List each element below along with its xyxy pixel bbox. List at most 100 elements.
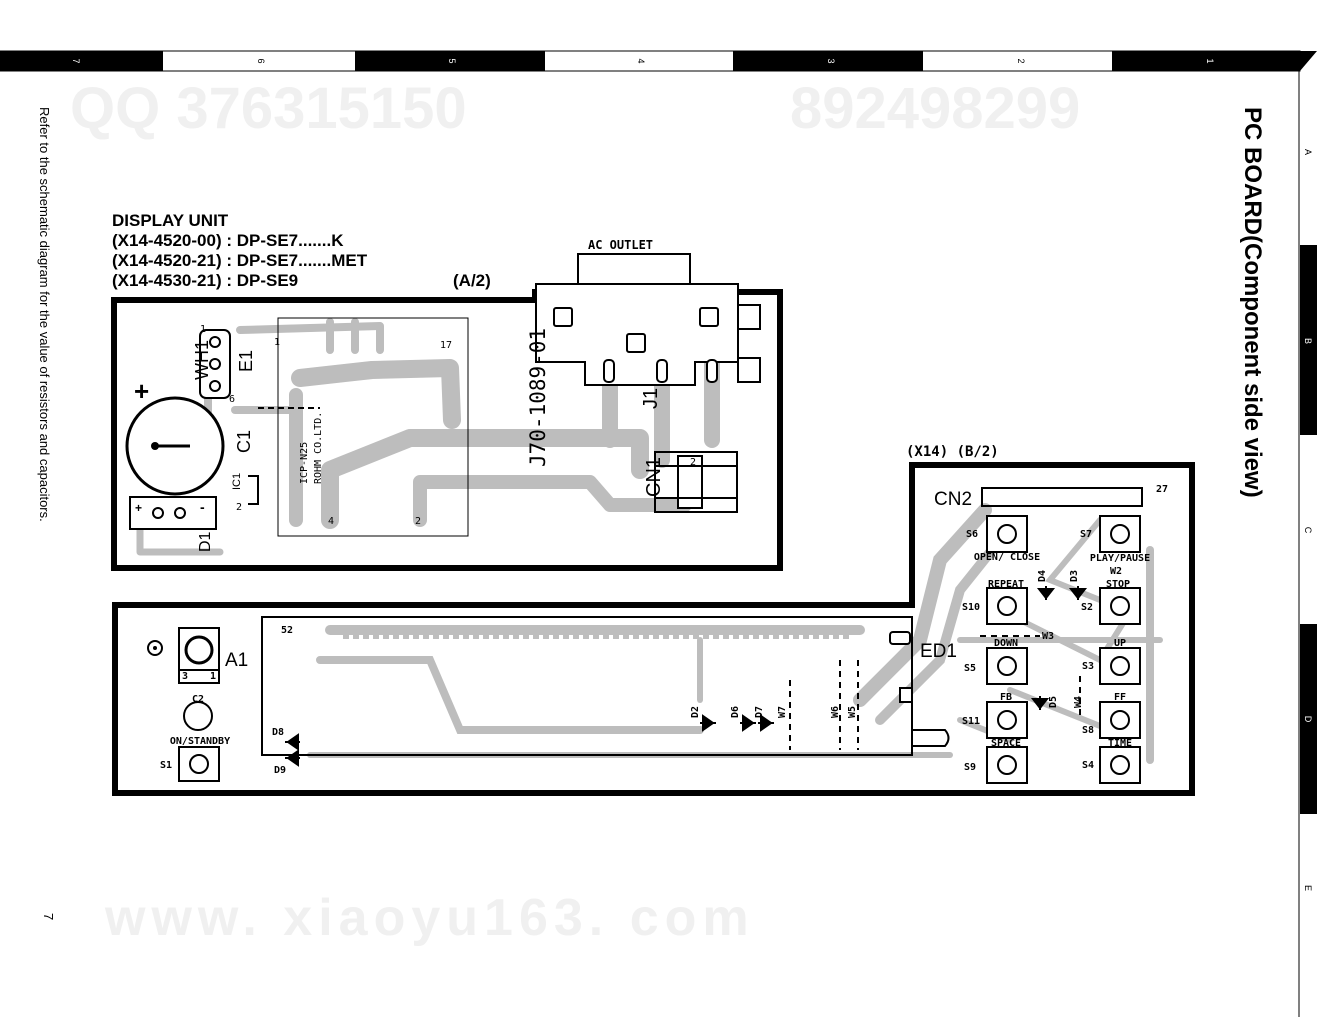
pin-ic1-2: 2	[236, 502, 242, 513]
label-d1: D1	[197, 531, 214, 552]
label-ed1: ED1	[920, 641, 957, 662]
d1-plus: +	[135, 501, 142, 515]
label-j1: J1	[640, 388, 662, 409]
pin-wh1-6: 6	[229, 394, 235, 405]
label-icp: ICP-N25	[299, 442, 310, 484]
label-rohm: ROHM CO.LTD.	[313, 412, 324, 484]
button-label-stop: STOP	[1106, 579, 1130, 590]
label-e1: E1	[236, 350, 256, 372]
label-s1: S1	[160, 760, 172, 771]
part-number: J70-1089-01	[526, 328, 550, 467]
label-c1: C1	[234, 430, 254, 453]
label-s11: S11	[962, 716, 980, 727]
col-1: 1	[1205, 58, 1215, 63]
row-c: C	[1303, 527, 1313, 534]
label-d4: D4	[1037, 570, 1048, 582]
pin-1: 1	[274, 337, 280, 348]
col-6: 6	[256, 58, 266, 63]
button-label-time: TIME	[1108, 738, 1132, 749]
button-label-space: SPACE	[991, 738, 1021, 749]
column-strip: 7 6 5 4 3 2 1	[0, 50, 1317, 72]
label-s5: S5	[964, 663, 976, 674]
button-label-on-standby: ON/STANDBY	[170, 736, 230, 747]
label-a1: A1	[225, 650, 248, 671]
d1-minus: -	[200, 499, 205, 515]
display-unit-header: DISPLAY UNIT (X14-4520-00) : DP-SE7.....…	[112, 211, 491, 290]
label-s3: S3	[1082, 661, 1094, 672]
board-b: (X14) (B/2)	[112, 444, 1195, 796]
label-cn1: CN1	[643, 457, 665, 497]
label-d5: D5	[1048, 696, 1059, 708]
label-s6: S6	[966, 529, 978, 540]
label-w4: W4	[1073, 696, 1084, 708]
model-line-2: (X14-4520-21) : DP-SE7.......MET	[112, 251, 368, 270]
label-d3: D3	[1069, 570, 1080, 582]
row-strip: A B C D E	[1298, 71, 1317, 1017]
label-a1-pin3: 3	[182, 671, 188, 682]
col-3: 3	[826, 58, 836, 63]
label-52: 52	[281, 625, 293, 636]
ac-outlet-label: AC OUTLET	[588, 238, 653, 252]
label-w6: W6	[830, 706, 841, 718]
button-label-play-pause: PLAY/PAUSE	[1090, 553, 1150, 564]
switch-pads	[178, 515, 1141, 784]
row-e: E	[1303, 885, 1313, 891]
pin-2: 2	[415, 516, 421, 527]
side-note: Refer to the schematic diagram for the v…	[37, 107, 52, 522]
page-title: PC BOARD(Component side view)	[1239, 107, 1266, 498]
pin-17: 17	[440, 340, 452, 351]
col-5: 5	[447, 58, 457, 63]
label-w7: W7	[777, 706, 788, 718]
col-4: 4	[636, 58, 646, 63]
col-7: 7	[71, 58, 81, 63]
label-s7: S7	[1080, 529, 1092, 540]
label-w3: W3	[1042, 631, 1054, 642]
cn1-connector	[654, 451, 738, 513]
watermark-number: 892498299	[790, 76, 1080, 141]
board-a: AC OUTLET + +	[111, 238, 783, 571]
label-wh1: WH1	[192, 340, 212, 380]
label-d8: D8	[272, 727, 284, 738]
label-d2: D2	[690, 706, 701, 718]
label-w2: W2	[1110, 566, 1122, 577]
diode-d1: + -	[129, 496, 217, 530]
display-unit-heading: DISPLAY UNIT	[112, 211, 229, 230]
label-a1-pin1: 1	[210, 671, 216, 682]
label-c2: C2	[192, 694, 204, 705]
pin-cn1-2: 2	[690, 457, 696, 468]
label-27: 27	[1156, 484, 1168, 495]
component-a1	[147, 627, 220, 684]
section-b: (X14) (B/2)	[906, 444, 999, 460]
capacitor-c1: +	[125, 376, 225, 496]
ac-outlet: AC OUTLET	[535, 238, 761, 386]
label-w5: W5	[847, 706, 858, 718]
label-d6: D6	[730, 706, 741, 718]
model-line-3: (X14-4530-21) : DP-SE9	[112, 271, 298, 290]
button-label-ff: FF	[1114, 692, 1126, 703]
label-s8: S8	[1082, 725, 1094, 736]
button-label-repeat: REPEAT	[988, 579, 1024, 590]
pin-wh1-1: 1	[200, 324, 206, 335]
button-label-up: UP	[1114, 638, 1126, 649]
section-a: (A/2)	[453, 271, 491, 290]
col-2: 2	[1016, 58, 1026, 63]
button-label-down: DOWN	[994, 638, 1018, 649]
wh1-connector	[199, 329, 231, 399]
label-cn2: CN2	[934, 489, 972, 510]
label-s2: S2	[1081, 602, 1093, 613]
watermark-site: www. xiaoyu163. com	[104, 889, 755, 947]
label-s9: S9	[964, 762, 976, 773]
label-d7: D7	[754, 706, 765, 718]
watermark-qq: QQ 376315150	[70, 76, 467, 141]
row-b: B	[1303, 338, 1313, 344]
button-label-fb: FB	[1000, 692, 1012, 703]
model-line-1: (X14-4520-00) : DP-SE7.......K	[112, 231, 344, 250]
label-d9: D9	[274, 765, 286, 776]
pin-4: 4	[328, 516, 334, 527]
row-d: D	[1303, 716, 1313, 723]
label-ic1: IC1	[231, 473, 243, 490]
label-s10: S10	[962, 602, 980, 613]
page-number: 7	[41, 913, 56, 920]
button-label-open-close: OPEN/ CLOSE	[974, 552, 1040, 563]
